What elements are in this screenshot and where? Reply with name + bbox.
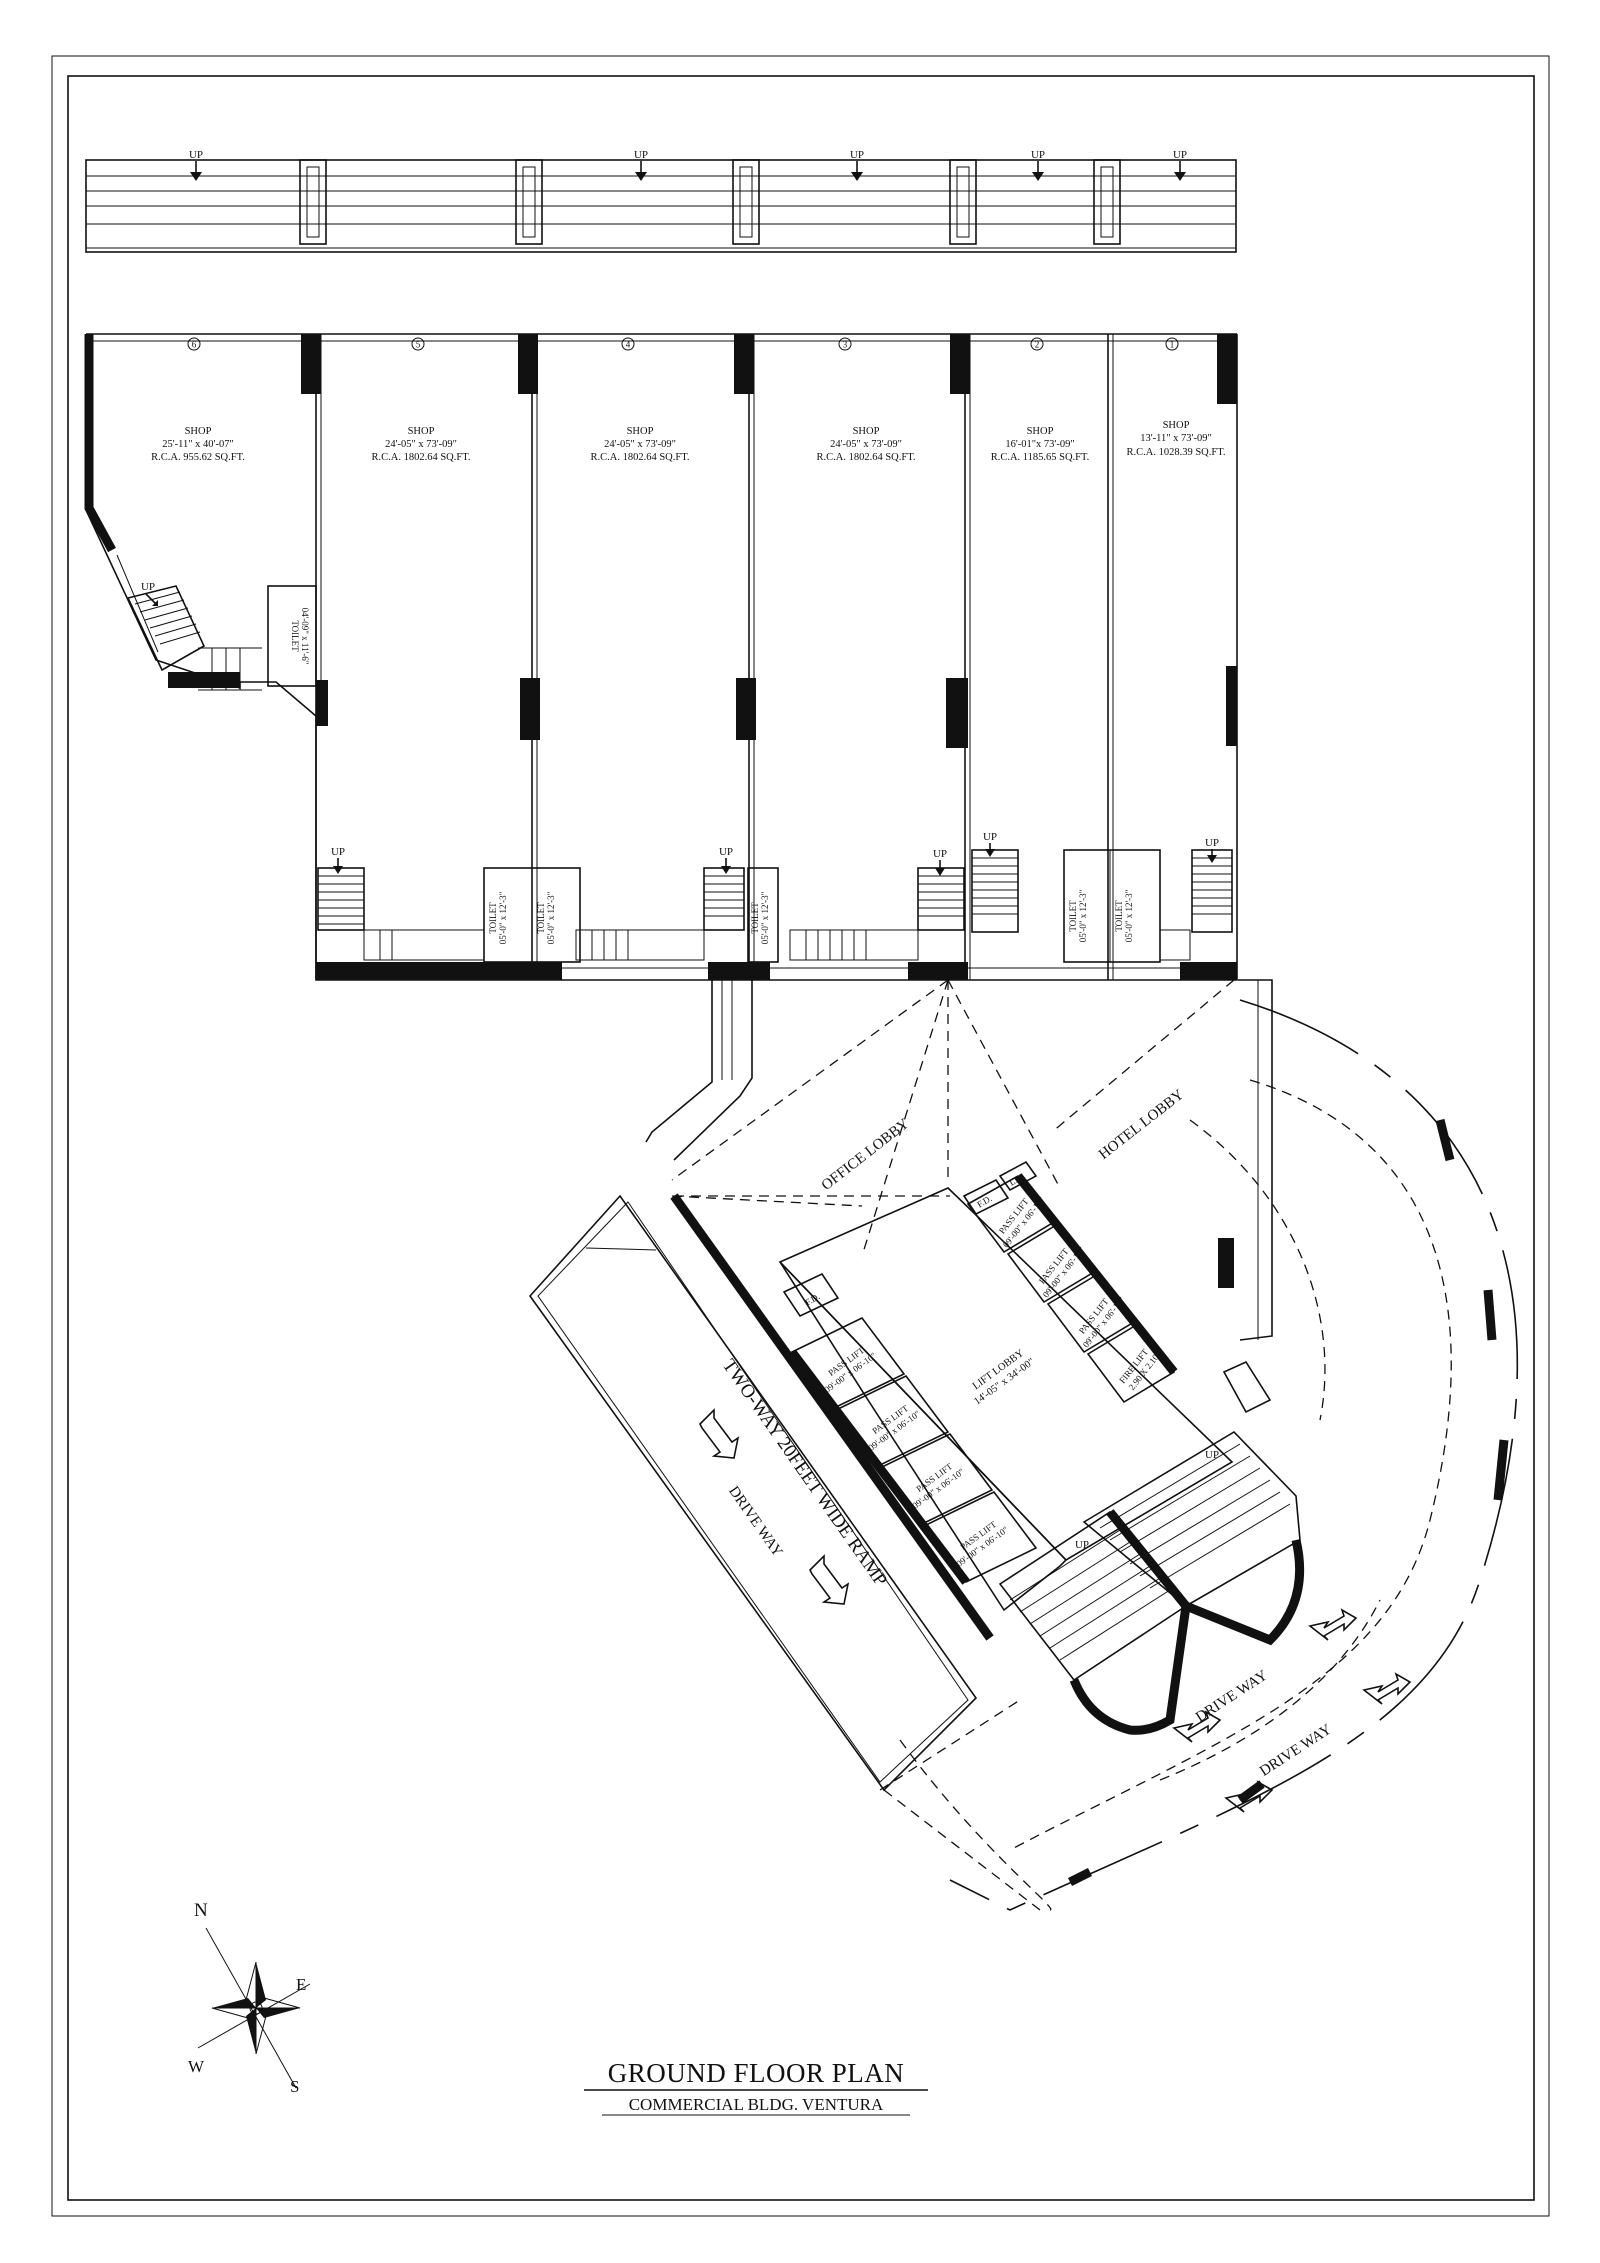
drawing-title: GROUND FLOOR PLAN [608,2058,905,2088]
ramp-label: TWO-WAY 20FEET WIDE RAMP [718,1355,891,1590]
shop-numbers: 6 5 4 3 2 1 [187,337,1179,351]
arrow-icon [152,600,158,606]
arrow-down-icon [851,172,863,181]
shop6-stair: UP TOILET 04'-09" x 11'-6" [126,581,317,691]
up-label: UP [1173,149,1187,161]
shop-size: 16'-01"x 73'-09" [1005,439,1074,450]
inner-border [67,75,1535,2201]
toilet-size: 05'-0" x 12'-3" [1124,889,1134,942]
tower [528,979,1305,1792]
hotel-lobby-label: HOTEL LOBBY [1096,1087,1187,1163]
front-steps [85,159,1237,253]
arrow-down-icon [1174,172,1186,181]
fd-label: F.D. [803,1291,821,1307]
title-block: GROUND FLOOR PLAN COMMERCIAL BLDG. VENTU… [584,2058,928,2116]
shop-number: 2 [1035,340,1040,350]
arrow-down-icon [333,866,343,874]
toilet-label: TOILET [1114,900,1124,932]
shop-size: 13'-11" x 73'-09" [1140,433,1211,444]
toilet-label: TOILET [1068,900,1078,932]
toilet-label: TOILET [290,620,300,652]
arrow-down-icon [635,172,647,181]
up-label: UP [983,831,997,843]
arrow-down-icon [721,866,731,874]
toilet-size: 05'-0" x 12'-3" [498,891,508,944]
shop-number: 6 [192,340,197,350]
outer-border [51,55,1550,2217]
drive-way-label: DRIVE WAY [1257,1721,1335,1779]
toilet-label: TOILET [488,902,498,934]
shop-name: SHOP [1027,426,1054,437]
up-label: UP [1205,837,1219,849]
up-label: UP [141,581,155,593]
shop-size: 25'-11" x 40'-07" [162,439,233,450]
shop-size: 24'-05" x 73'-09" [604,439,676,450]
arrow-icon [1362,1672,1412,1705]
shop-area: R.C.A. 1028.39 SQ.FT. [1127,447,1226,458]
up-label: UP [1031,149,1045,161]
shop-name: SHOP [627,426,654,437]
toilet-label: TOILET [750,902,760,934]
compass-w: W [188,2057,205,2076]
up-label: UP [634,149,648,161]
toilet-size: 04'-09" x 11'-6" [300,608,310,665]
shop-area: R.C.A. 1802.64 SQ.FT. [372,452,471,463]
compass-e: E [296,1975,306,1994]
arrow-icon [1308,1608,1358,1641]
arrow-down-icon [190,172,202,181]
compass-rose-icon: N E S W [188,1900,311,2096]
drive-way-label: DRIVE WAY [1193,1667,1271,1725]
toilet-size: 05'-0" x 12'-3" [760,891,770,944]
shop-number: 4 [626,340,631,350]
arrow-icon [1224,1780,1274,1813]
shop-number: 3 [843,340,848,350]
shop-number: 1 [1170,340,1175,350]
arrow-down-icon [1032,172,1044,181]
arrow-down-icon [985,849,995,857]
shop-area: R.C.A. 955.62 SQ.FT. [151,452,245,463]
up-label: UP [933,848,947,860]
shop-area: R.C.A. 1802.64 SQ.FT. [817,452,916,463]
arrow-icon [1172,1710,1222,1743]
ramp-drive-way-label: DRIVE WAY [725,1483,785,1560]
toilet-label: TOILET [536,902,546,934]
shop-area: R.C.A. 1802.64 SQ.FT. [591,452,690,463]
shop-name: SHOP [853,426,880,437]
arrow-down-icon [935,868,945,876]
up-label: UP [331,846,345,858]
shop-size: 24'-05" x 73'-09" [385,439,457,450]
rear-stairs: TOILET 05'-0" x 12'-3" TOILET 05'-0" x 1… [317,831,1233,963]
compass-s: S [290,2077,299,2096]
driveway [879,999,1519,1911]
office-lobby-label: OFFICE LOBBY [819,1116,913,1194]
compass-n: N [194,1900,208,1921]
shop-area: R.C.A. 1185.65 SQ.FT. [991,452,1090,463]
shop-size: 24'-05" x 73'-09" [830,439,902,450]
arrow-down-icon [1207,855,1217,863]
shop-name: SHOP [185,426,212,437]
shop-name: SHOP [1163,420,1190,431]
front-pillars [299,159,1121,245]
up-label: UP [719,846,733,858]
shop-labels: SHOP 25'-11" x 40'-07" R.C.A. 955.62 SQ.… [151,420,1225,463]
drawing-subtitle: COMMERCIAL BLDG. VENTURA [629,2095,884,2114]
up-label: UP [189,149,203,161]
arrow-icon [809,1554,850,1605]
entrance-connector [645,962,768,1161]
drive-arrows [699,1408,1412,1813]
up-label: UP [1205,1449,1219,1461]
shop-number: 5 [416,340,421,350]
shop-name: SHOP [408,426,435,437]
toilet-size: 05'-0" x 12'-3" [1078,889,1088,942]
arrow-icon [699,1408,740,1459]
toilet-size: 05'-0" x 12'-3" [546,891,556,944]
up-label: UP [1075,1539,1089,1551]
front-up-arrows: UP UP UP UP UP [189,149,1187,181]
up-label: UP [850,149,864,161]
